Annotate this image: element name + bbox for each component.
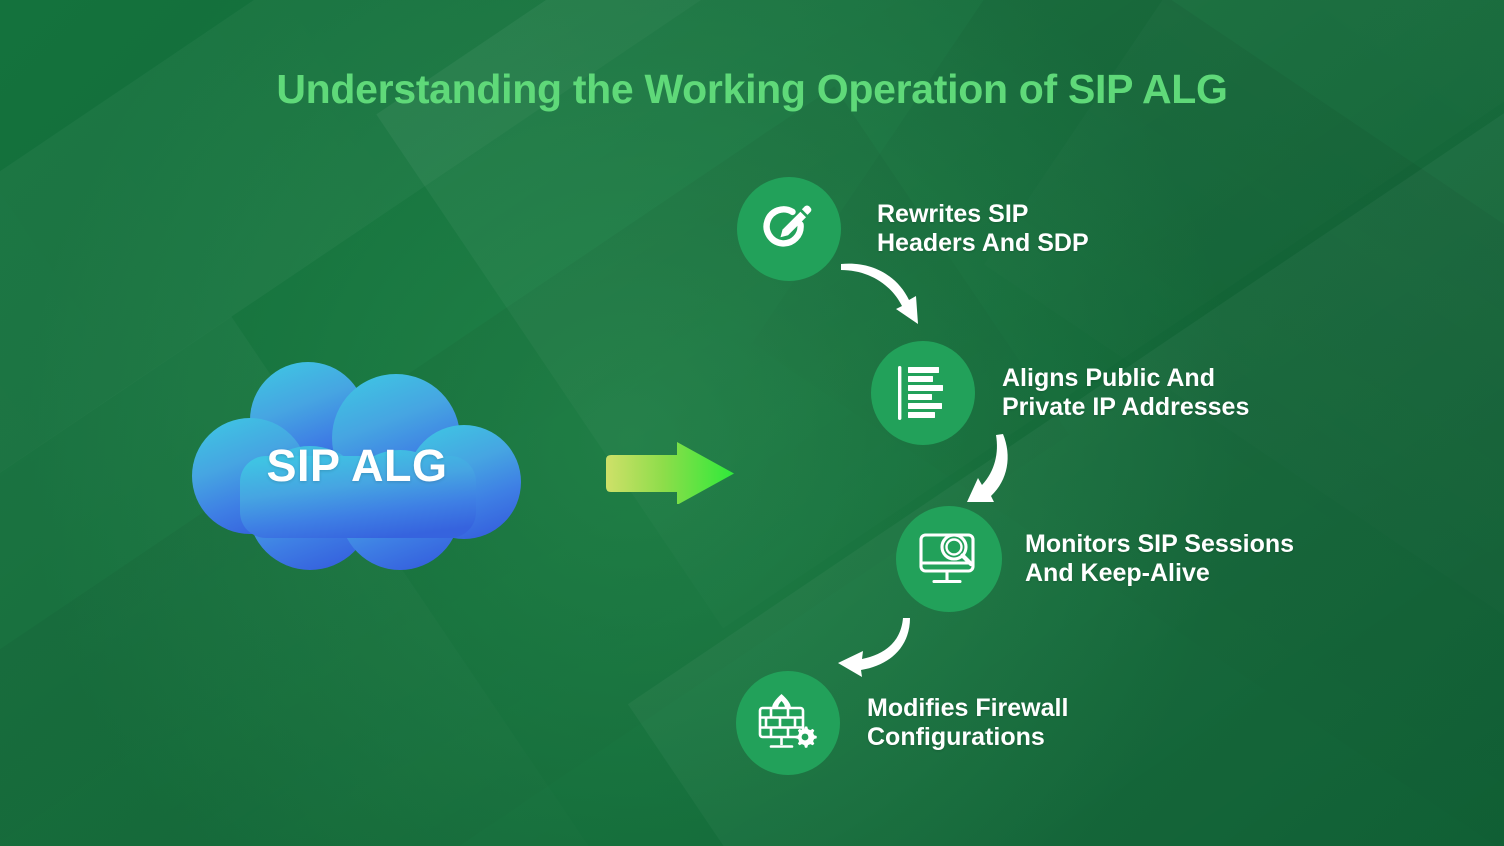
cloud-icon xyxy=(192,362,521,570)
connector-arrow-3 xyxy=(836,615,922,683)
flow-arrow xyxy=(604,441,736,504)
sip-alg-cloud: SIP ALG xyxy=(188,358,526,573)
curved-arrow-down-right-icon xyxy=(841,263,918,324)
step-icon-badge xyxy=(871,341,975,445)
step-item-monitors-sip-sessions[interactable]: Monitors SIP Sessions And Keep-Alive xyxy=(896,506,1294,612)
curved-arrow-down-left-icon xyxy=(838,618,910,677)
step-item-rewrites-sip-headers[interactable]: Rewrites SIP Headers And SDP xyxy=(737,177,1089,281)
page-title: Understanding the Working Operation of S… xyxy=(276,66,1228,112)
cloud-label: SIP ALG xyxy=(266,439,448,491)
step-icon-badge xyxy=(737,177,841,281)
step-label: Rewrites SIP Headers And SDP xyxy=(877,199,1089,258)
monitor-magnifier-icon xyxy=(919,533,975,584)
connector-arrow-2 xyxy=(962,432,1024,512)
step-item-aligns-ip-addresses[interactable]: Aligns Public And Private IP Addresses xyxy=(871,341,1249,445)
connector-arrow-1 xyxy=(838,262,928,334)
step-icon-badge xyxy=(736,671,840,775)
curved-arrow-down-icon xyxy=(967,434,1008,502)
edit-pencil-circle-icon xyxy=(763,205,812,247)
step-icon-badge xyxy=(896,506,1002,612)
step-label: Modifies Firewall Configurations xyxy=(867,693,1069,752)
step-item-modifies-firewall[interactable]: Modifies Firewall Configurations xyxy=(736,671,1068,775)
firewall-gear-icon xyxy=(758,694,817,748)
align-left-lines-icon xyxy=(898,366,943,420)
step-label: Aligns Public And Private IP Addresses xyxy=(1002,363,1250,422)
step-label: Monitors SIP Sessions And Keep-Alive xyxy=(1025,529,1295,588)
right-arrow-icon xyxy=(606,442,734,504)
